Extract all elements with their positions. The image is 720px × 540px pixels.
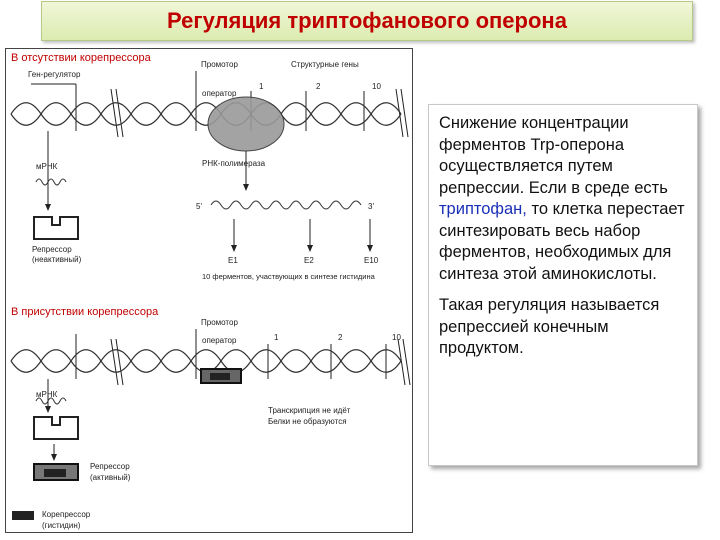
operator-label-2: оператор bbox=[202, 336, 237, 345]
repressor-active-core bbox=[44, 469, 66, 477]
description-paragraph-2: Такая регуляция называется репрессией ко… bbox=[439, 295, 687, 360]
section-absent-label: В отсутствии корепрессора bbox=[11, 52, 152, 64]
tryptophan-highlight: триптофан, bbox=[439, 200, 527, 218]
corepressor-label-1: Корепрессор bbox=[42, 510, 91, 519]
gene-number-1: 1 bbox=[259, 82, 264, 91]
gene2-number-2: 2 bbox=[338, 333, 343, 342]
regulator-arrowhead-2 bbox=[45, 406, 51, 413]
slide-title: Регуляция триптофанового оперона bbox=[167, 8, 567, 34]
enzymes-caption: 10 ферментов, участвующих в синтезе гист… bbox=[202, 272, 376, 281]
gene-number-10: 10 bbox=[372, 82, 381, 91]
corepressor-shape bbox=[12, 511, 34, 520]
mrna-label: мРНК bbox=[36, 162, 58, 171]
section-present-label: В присутствии корепрессора bbox=[11, 306, 159, 318]
gene2-number-10: 10 bbox=[392, 333, 401, 342]
repressor-shape-lower bbox=[34, 417, 78, 439]
regulator-arrowhead bbox=[45, 204, 51, 211]
repressor-inactive-label-2: (неактивный) bbox=[32, 255, 82, 264]
enzyme-e10: E10 bbox=[364, 256, 379, 265]
corepressor-label-2: (гистидин) bbox=[42, 521, 81, 530]
enzyme-arrowheads bbox=[231, 245, 373, 252]
diagram-svg: В отсутствии корепрессора Ген-регулятор … bbox=[6, 49, 414, 534]
description-paragraph-1: Снижение концентрации ферментов Trp-опер… bbox=[439, 113, 687, 285]
title-box: Регуляция триптофанового оперона bbox=[41, 1, 693, 41]
description-panel: Снижение концентрации ферментов Trp-опер… bbox=[428, 104, 698, 466]
no-transcription-label-1: Транскрипция не идёт bbox=[268, 406, 351, 415]
gene-regulator-label: Ген-регулятор bbox=[28, 70, 81, 79]
rna-polymerase-shape bbox=[208, 97, 284, 151]
repressor-inactive-label-1: Репрессор bbox=[32, 245, 72, 254]
enzyme-e2: E2 bbox=[304, 256, 314, 265]
mrna-wave-upper bbox=[36, 179, 66, 185]
rna-polymerase-label: РНК-полимераза bbox=[202, 159, 266, 168]
operon-diagram: В отсутствии корепрессора Ген-регулятор … bbox=[5, 48, 413, 533]
dna-helix-upper-strand2 bbox=[11, 103, 401, 126]
structural-genes-label: Структурные гены bbox=[291, 60, 359, 69]
gene2-number-1: 1 bbox=[274, 333, 279, 342]
repressor-active-label-1: Репрессор bbox=[90, 462, 130, 471]
repressor-active-label-2: (активный) bbox=[90, 473, 131, 482]
repressor-inactive-shape bbox=[34, 217, 78, 239]
corepressor-bound bbox=[210, 373, 230, 380]
dna-break-marks-2 bbox=[111, 339, 410, 385]
activation-arrowhead bbox=[51, 454, 57, 461]
transcription-arrowhead bbox=[243, 184, 249, 191]
enzyme-arrows bbox=[234, 219, 370, 249]
no-transcription-label-2: Белки не образуются bbox=[268, 417, 347, 426]
mrna-wave-main bbox=[211, 201, 361, 209]
three-prime-label: 3' bbox=[368, 202, 374, 211]
text-before-highlight: Снижение концентрации ферментов Trp-опер… bbox=[439, 114, 668, 197]
enzyme-e1: E1 bbox=[228, 256, 238, 265]
promoter-label: Промотор bbox=[201, 60, 238, 69]
promoter-label-2: Промотор bbox=[201, 318, 238, 327]
dna-helix-upper bbox=[11, 103, 401, 126]
gene-number-2: 2 bbox=[316, 82, 321, 91]
five-prime-label: 5' bbox=[196, 202, 202, 211]
operator-label: оператор bbox=[202, 89, 237, 98]
